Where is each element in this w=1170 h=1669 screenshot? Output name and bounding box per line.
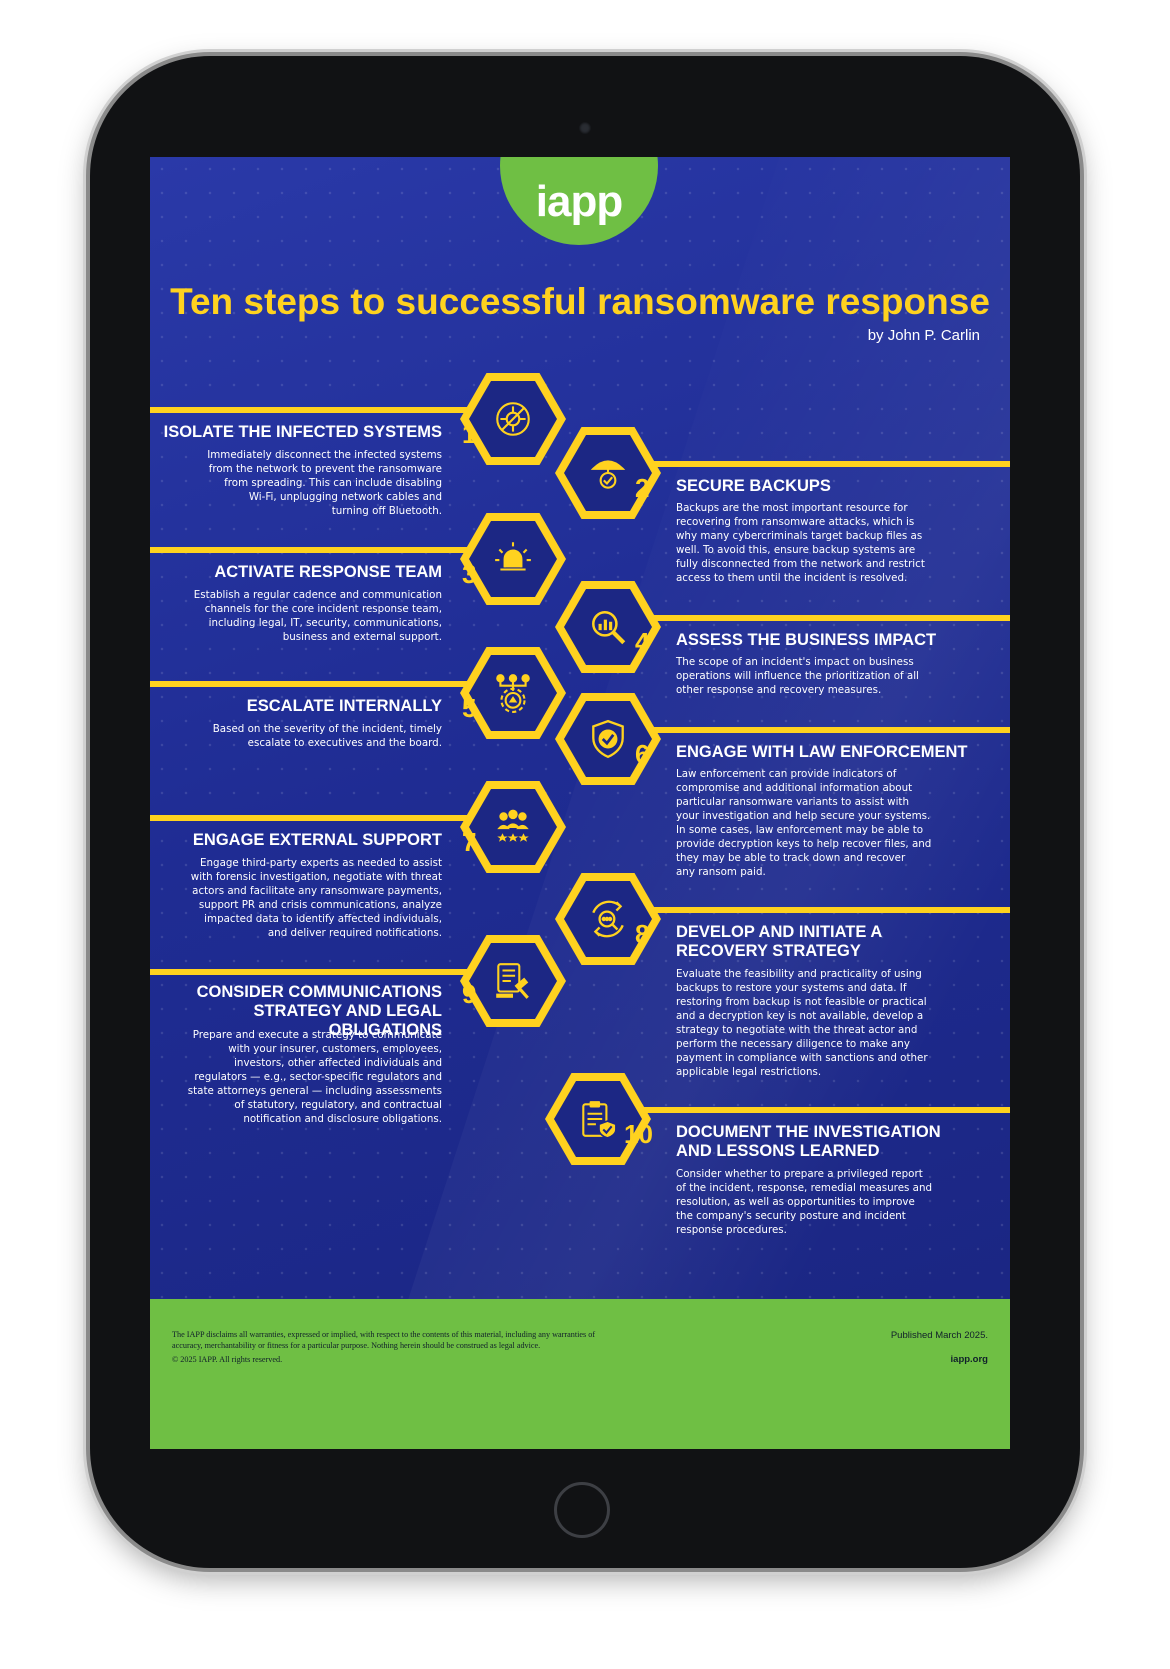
step-heading-5: ESCALATE INTERNALLY [246,697,442,715]
hex-10 [545,1073,651,1165]
tablet-frame: iapp Ten steps to successful ransomware … [90,56,1080,1568]
bar-3 [150,547,480,553]
logo-text: iapp [535,177,623,226]
infographic-screen: iapp Ten steps to successful ransomware … [150,157,1010,1449]
step-number-8: 8 [635,919,650,949]
magnifier-chart-icon [592,611,626,645]
step-heading-6: ENGAGE WITH LAW ENFORCEMENT [676,743,968,761]
copyright: © 2025 IAPP. All rights reserved. [172,1355,283,1364]
step-number-2: 2 [635,473,650,503]
step-number-10: 10 [624,1119,653,1149]
published-date: Published March 2025. [890,1330,988,1341]
team-stars-icon [497,809,529,842]
hex-6 [555,693,661,785]
bar-6 [640,727,1010,733]
dot-pattern [150,157,1010,1449]
step-body-5: Based on the severity of the incident, t… [212,723,442,749]
step-number-1: 1 [462,419,477,449]
step-heading-4: ASSESS THE BUSINESS IMPACT [676,631,937,649]
footer: The IAPP disclaims all warranties, expre… [150,1299,1010,1449]
page-title: Ten steps to successful ransomware respo… [170,281,990,322]
bar-10 [640,1107,1010,1113]
bar-1 [150,407,480,413]
step-body-7: Engage third-party experts as needed to … [190,857,442,939]
step-body-2: Backups are the most important resource … [676,502,925,584]
bar-5 [150,681,480,687]
author-byline: by John P. Carlin [867,327,980,344]
step-number-5: 5 [462,693,477,723]
umbrella-shield-icon [590,460,626,489]
step-number-7: 7 [462,827,477,857]
shield-check-icon [592,719,624,759]
step-body-8: Evaluate the feasibility and practicalit… [676,968,928,1078]
bar-7 [150,815,480,821]
virus-icon [496,402,530,436]
step-heading-7: ENGAGE EXTERNAL SUPPORT [192,831,442,849]
clipboard-shield-icon [582,1101,617,1139]
bar-2 [640,461,1010,467]
alarm-light-icon [495,542,531,571]
step-body-1: Immediately disconnect the infected syst… [207,449,442,517]
hex-2 [555,427,661,519]
camera [579,122,591,134]
step-heading-3: ACTIVATE RESPONSE TEAM [214,563,442,581]
step-number-3: 3 [462,559,477,589]
search-recovery-icon [592,900,624,938]
step-body-6: Law enforcement can provide indicators o… [676,768,932,878]
hex-8 [555,873,661,965]
step-body-10: Consider whether to prepare a privileged… [676,1168,933,1236]
bar-9 [150,969,480,975]
step-body-9: Prepare and execute a strategy to commun… [187,1029,442,1125]
escalation-gear-icon [496,674,530,713]
step-body-3: Establish a regular cadence and communic… [193,589,442,643]
step-number-9: 9 [462,979,477,1009]
home-button[interactable] [554,1482,610,1538]
step-number-6: 6 [635,739,650,769]
site-link[interactable]: iapp.org [950,1354,988,1365]
gavel-document-icon [496,963,529,999]
step-heading-2: SECURE BACKUPS [676,477,831,495]
hex-4 [555,581,661,673]
step-number-4: 4 [635,627,650,657]
step-heading-1: ISOLATE THE INFECTED SYSTEMS [163,423,442,441]
step-body-4: The scope of an incident's impact on bus… [676,656,919,696]
bar-4 [640,615,1010,621]
disclaimer: The IAPP disclaims all warranties, expre… [172,1330,596,1350]
bar-8 [640,907,1010,913]
